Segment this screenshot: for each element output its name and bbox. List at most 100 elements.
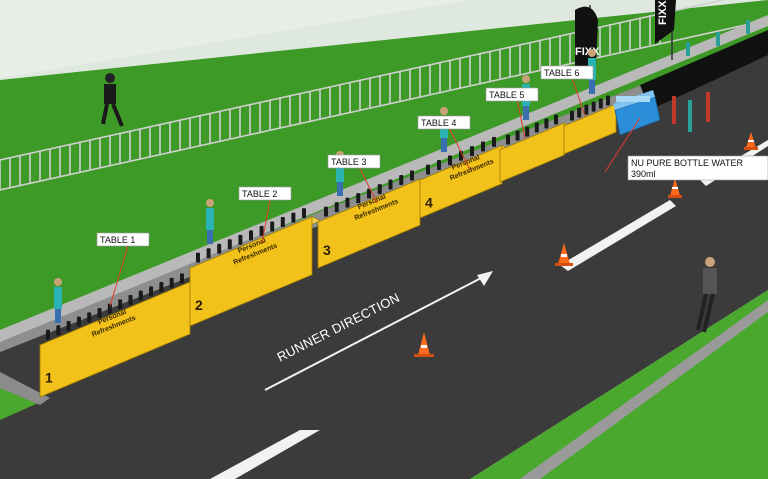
table-front — [39, 281, 191, 398]
cone-1 — [414, 332, 434, 357]
runner-direction-arrow — [264, 271, 493, 391]
bottle — [534, 122, 539, 133]
table-label-text: TABLE 3 — [331, 157, 366, 167]
flag-1-text: FIXX — [575, 46, 600, 58]
bottle — [280, 217, 285, 228]
table-label-5: TABLE 5 — [485, 87, 539, 139]
bottle — [87, 312, 92, 323]
table-label-text: TABLE 5 — [489, 90, 524, 100]
bottle — [217, 243, 222, 254]
volunteer-legs — [207, 230, 213, 244]
bottle — [606, 95, 610, 106]
labels-layer: TABLE 1 TABLE 2 TABLE 3 TABLE 4 TABLE 5 TABLE… — [96, 65, 594, 307]
leader-line — [571, 77, 586, 117]
label-box — [485, 87, 539, 102]
tables-layer: 1PersonalRefreshments2PersonalRefreshmen… — [39, 49, 625, 398]
bottle — [544, 118, 549, 129]
table-number: 1 — [45, 369, 53, 385]
bottle — [577, 107, 582, 118]
bottle — [426, 164, 430, 175]
label-box — [327, 154, 381, 169]
volunteer-legs — [337, 182, 343, 196]
label-box — [96, 232, 150, 247]
bottle — [506, 134, 510, 145]
volunteer-head — [440, 107, 448, 115]
sky-area — [0, 0, 470, 78]
volunteer-body — [336, 160, 344, 182]
curb-corner — [0, 372, 50, 405]
table-label-6: TABLE 6 — [540, 65, 594, 117]
bottle — [570, 110, 574, 121]
label-box — [540, 65, 594, 80]
table-front — [419, 144, 503, 219]
bottle — [554, 114, 558, 125]
volunteer-head — [54, 278, 62, 286]
cone-3 — [668, 178, 682, 198]
bottle — [356, 193, 361, 204]
bottle — [270, 221, 275, 232]
bottle — [598, 98, 603, 109]
bottle — [238, 234, 243, 245]
bottle — [138, 290, 143, 301]
table-front — [499, 122, 565, 183]
traffic-cones — [414, 132, 758, 357]
water-callout-line2: 390ml — [631, 169, 656, 179]
bottle — [56, 325, 61, 336]
bottle — [46, 329, 50, 340]
cone-2 — [555, 243, 573, 266]
water-callout: NU PURE BOTTLE WATER 390ml — [604, 117, 768, 181]
water-callout-line1: NU PURE BOTTLE WATER — [631, 158, 744, 168]
table-label-1: TABLE 1 — [96, 232, 150, 307]
bottle — [470, 146, 474, 157]
bottle — [448, 155, 452, 166]
table-label-text: TABLE 1 — [100, 235, 135, 245]
bottle — [591, 101, 596, 112]
table-front — [189, 216, 313, 327]
volunteer-legs — [441, 138, 447, 152]
bottle — [334, 202, 339, 213]
table-label-4: TABLE 4 — [417, 115, 471, 171]
volunteer-legs — [55, 309, 61, 323]
grass-far — [0, 0, 768, 330]
bottle — [107, 303, 112, 314]
bottle — [492, 136, 496, 147]
volunteer-head — [522, 75, 530, 83]
table-label-3: TABLE 3 — [327, 154, 381, 204]
label-box — [238, 186, 292, 201]
bottle — [410, 170, 414, 181]
bottle — [249, 230, 253, 241]
water-callout-box — [627, 155, 768, 181]
leader-line — [109, 244, 129, 307]
table-6 — [563, 49, 625, 155]
table-label-text: TABLE 4 — [421, 118, 456, 128]
bottle — [525, 126, 530, 137]
flag-2-text: FIXX — [657, 0, 669, 25]
leader-line — [358, 166, 378, 204]
bottle — [97, 307, 102, 318]
bottle — [377, 184, 382, 195]
leader-line — [261, 198, 271, 244]
table-front — [317, 178, 421, 269]
table-front — [563, 103, 617, 155]
bottle — [227, 239, 232, 250]
table-label-2: TABLE 2 — [238, 186, 292, 244]
table-number: 3 — [323, 242, 331, 258]
table-number: 2 — [195, 297, 203, 313]
bottle — [206, 248, 211, 259]
table-label-text: TABLE 6 — [544, 68, 579, 78]
volunteer-body — [206, 208, 214, 230]
leader-line — [448, 127, 471, 171]
bottle — [437, 160, 441, 171]
bottle — [196, 252, 200, 263]
volunteer-head — [588, 49, 596, 57]
bottle — [259, 225, 264, 236]
volunteer-head — [206, 199, 214, 207]
pedestrian-figure — [101, 73, 124, 127]
flag-banner-2: FIXX — [655, 0, 676, 60]
bottle — [128, 295, 133, 306]
bottle — [180, 273, 184, 284]
